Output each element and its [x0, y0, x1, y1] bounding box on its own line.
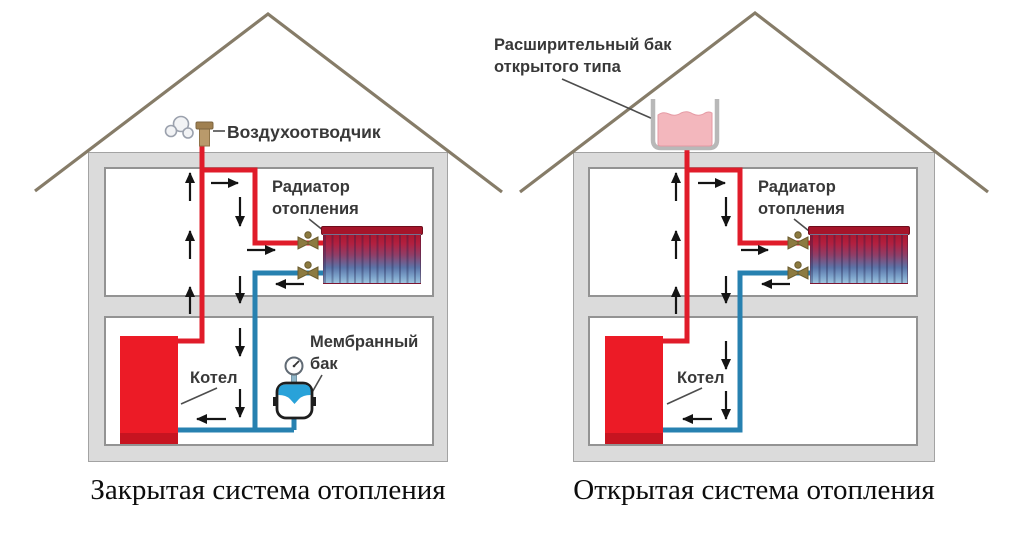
radiator-label-line2: отопления: [758, 200, 845, 218]
boiler-label-text: Котел: [190, 369, 238, 387]
title-open-system: Открытая система отопления: [573, 474, 935, 507]
gauge-pivot: [292, 364, 296, 368]
membrane-tank-label-line2: бак: [310, 355, 338, 373]
title-text: Открытая система отопления: [573, 474, 935, 506]
radiator-fins: [811, 235, 907, 283]
boiler-label-right: Котел: [677, 367, 724, 389]
valve-icon: [787, 231, 809, 250]
boiler-right: [605, 336, 663, 444]
hot-pipe-branch-right: [687, 167, 812, 246]
hot-pipe-main-right: [661, 148, 690, 344]
membrane-tank-label: Мембранный бак: [310, 331, 418, 375]
valve-icon: [297, 231, 319, 250]
expansion-tank-liquid: [657, 111, 713, 147]
air-vent-label: Воздухоотводчик: [227, 121, 381, 143]
radiator-leader-right: [793, 218, 810, 232]
expansion-tank-label: Расширительный бак открытого типа: [494, 34, 672, 78]
boiler-label-text: Котел: [677, 369, 725, 387]
expansion-tank-label-line1: Расширительный бак: [494, 36, 672, 54]
flow-arrows-right: [671, 172, 790, 424]
air-vent-icon: [195, 121, 214, 147]
radiator-label-line1: Радиатор: [272, 178, 350, 196]
valve-icon: [787, 261, 809, 280]
radiator-label-right: Радиатор отопления: [758, 176, 845, 220]
radiator-fins: [324, 235, 420, 283]
radiator-right: [810, 234, 908, 284]
expansion-tank-label-line2: открытого типа: [494, 58, 621, 76]
radiator-label-line2: отопления: [272, 200, 359, 218]
boiler-leader-right: [666, 387, 703, 405]
radiator-left: [323, 234, 421, 284]
membrane-tank-water: [278, 384, 311, 404]
boiler-label-left: Котел: [190, 367, 237, 389]
cold-pipe-return-right: [661, 270, 812, 433]
roof-left: [34, 11, 503, 194]
membrane-tank-label-line1: Мембранный: [310, 333, 419, 351]
tank-lug-left: [273, 397, 278, 406]
steam-icon: [164, 115, 194, 139]
boiler-leader-left: [180, 387, 218, 405]
valve-icon: [297, 261, 319, 280]
expansion-tank-leader: [561, 78, 654, 120]
valves: [297, 231, 809, 280]
tank-lug-right: [311, 397, 316, 406]
membrane-tank: [273, 356, 316, 420]
hot-pipe-branch-left: [202, 167, 324, 246]
expansion-tank: [650, 99, 720, 151]
flow-arrows-left: [185, 172, 304, 424]
title-closed-system: Закрытая система отопления: [88, 474, 448, 507]
radiator-label-left: Радиатор отопления: [272, 176, 359, 220]
hot-pipe-main-left: [176, 145, 205, 344]
radiator-label-line1: Радиатор: [758, 178, 836, 196]
air-vent-label-text: Воздухоотводчик: [227, 122, 381, 142]
boiler-left: [120, 336, 178, 444]
title-text: Закрытая система отопления: [90, 474, 446, 506]
cold-pipe-bottom-left: [176, 416, 297, 433]
roof-right: [519, 10, 989, 194]
